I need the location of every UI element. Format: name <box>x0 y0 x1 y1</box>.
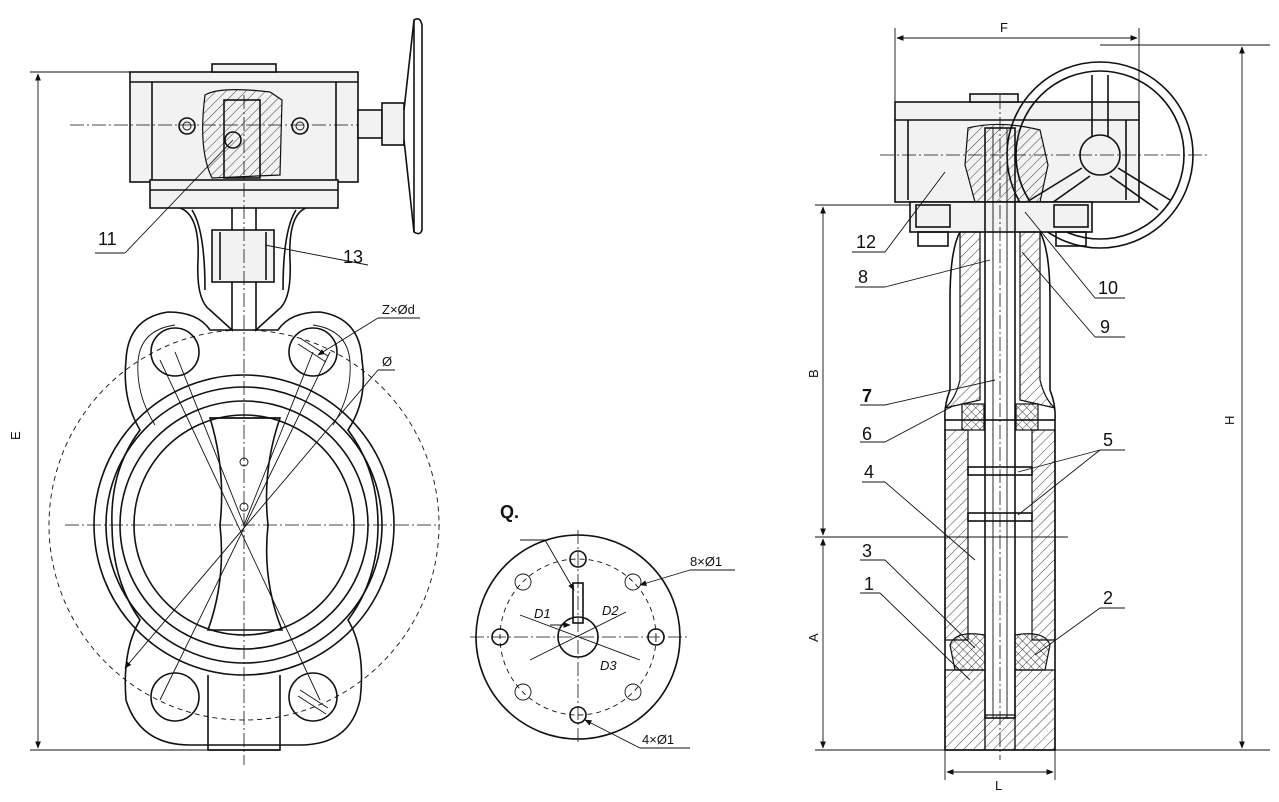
packing-right <box>1015 403 1039 431</box>
part-9: 9 <box>1100 317 1110 337</box>
seat-right <box>1014 633 1051 671</box>
flange-hole <box>514 573 532 591</box>
lug-hole-bottom-left <box>150 672 200 722</box>
part-5: 5 <box>1103 430 1113 450</box>
dim-label-e: E <box>8 431 23 440</box>
flange-hole <box>569 550 587 568</box>
side-view: 12 8 7 6 4 3 1 10 9 5 2 F H B A L <box>806 20 1270 793</box>
gearbox-cap <box>211 63 277 73</box>
part-3: 3 <box>862 541 872 561</box>
callout-bolt-holes: Z×Ød <box>382 302 415 317</box>
dim-label-l: L <box>995 778 1002 793</box>
lug-hole-bottom-right <box>288 672 338 722</box>
bolt-nut-right <box>291 117 309 135</box>
bolt-nut-left <box>178 117 196 135</box>
callout-8-holes: 8×Ø1 <box>690 554 722 569</box>
flange-view: Q. 8×Ø1 4×Ø1 D1 D2 D3 <box>470 502 735 749</box>
callout-diameter: Ø <box>382 354 392 369</box>
callout-13: 13 <box>343 247 363 267</box>
part-7: 7 <box>862 386 872 406</box>
dim-label-a: A <box>806 633 821 642</box>
neck-bushing <box>211 229 275 283</box>
dim-label-h: H <box>1222 416 1237 425</box>
part-2: 2 <box>1103 588 1113 608</box>
flange-hole <box>624 683 642 701</box>
lug-hole-top-right <box>288 327 338 377</box>
dim-label-d2: D2 <box>602 603 619 618</box>
flange-hole <box>514 683 532 701</box>
callout-11: 11 <box>98 229 117 249</box>
disc <box>206 417 284 631</box>
part-6: 6 <box>862 424 872 444</box>
dim-label-d3: D3 <box>600 658 617 673</box>
callout-4-holes: 4×Ø1 <box>642 732 674 747</box>
dim-label-f: F <box>1000 20 1008 35</box>
valve-body <box>111 311 379 746</box>
part-10: 10 <box>1098 278 1118 298</box>
handwheel-edge <box>403 18 423 235</box>
part-12: 12 <box>856 232 876 252</box>
part-1: 1 <box>864 574 874 594</box>
dim-label-d1: D1 <box>534 606 551 621</box>
callout-q: Q. <box>500 502 519 522</box>
packing-left <box>961 403 985 431</box>
flange-hole <box>624 573 642 591</box>
part-8: 8 <box>858 267 868 287</box>
part-4: 4 <box>864 462 874 482</box>
seat-left <box>949 633 986 671</box>
lug-hole-top-left <box>150 327 200 377</box>
gearbox-section <box>202 89 283 179</box>
front-view: 11 13 Z×Ød Ø E <box>8 18 440 765</box>
dim-label-b: B <box>806 369 821 378</box>
